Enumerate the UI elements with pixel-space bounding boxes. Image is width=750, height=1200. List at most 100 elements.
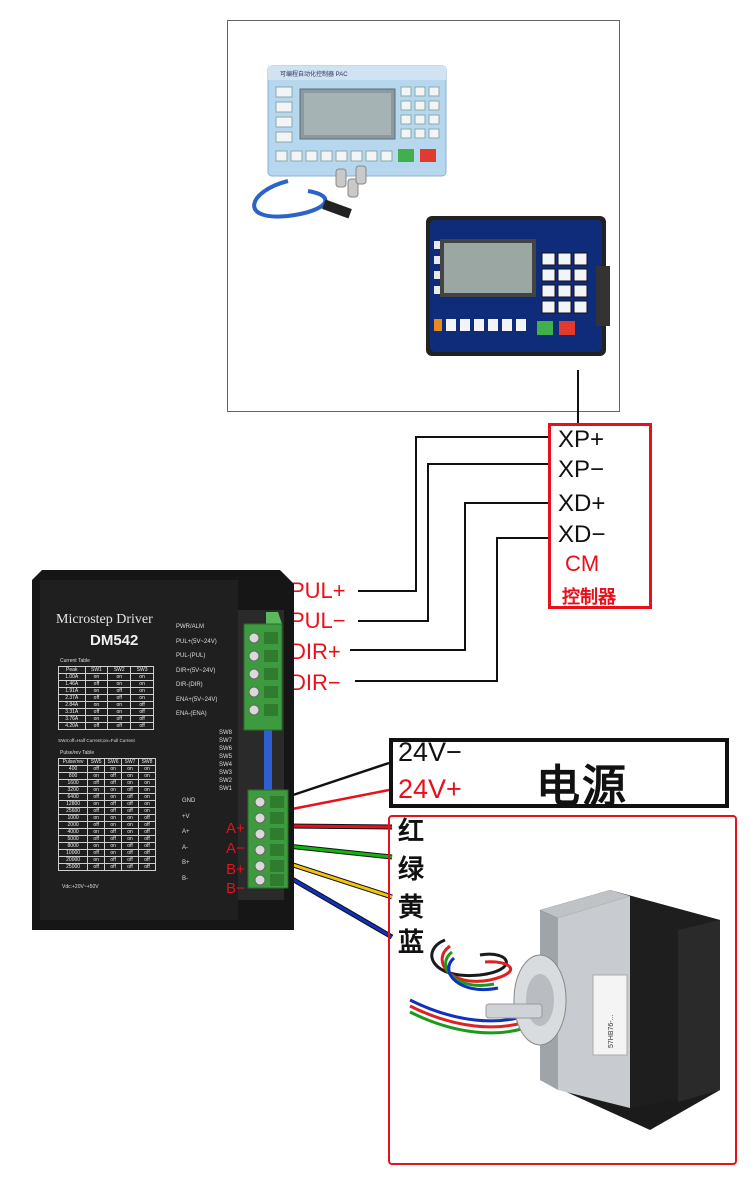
pin-cm: CM	[565, 551, 600, 576]
pulse-table-cell: off	[138, 863, 156, 871]
pulse-table-cell: off	[87, 863, 106, 871]
pulse-table-cell: on	[121, 779, 139, 787]
pin-xp-minus: XP−	[558, 456, 605, 483]
wire-color-green: 绿	[398, 854, 425, 884]
signal-label: ENA+(5V~24V)	[176, 696, 218, 703]
pulse-table-cell: off	[87, 793, 106, 801]
current-table-cell: off	[84, 694, 109, 702]
motor-label-text: 57HB76-...	[608, 1014, 615, 1048]
current-table-cell: off	[130, 715, 154, 723]
switch-label: SW5	[218, 754, 232, 760]
pulse-table-cell: off	[121, 800, 139, 808]
pulse-table-cell: on	[104, 821, 123, 829]
current-table-cell: on	[107, 680, 132, 688]
current-table-cell: 3.76A	[58, 715, 86, 723]
pin-xd-plus: XD+	[558, 490, 606, 517]
power-terminal-label: +V	[182, 813, 190, 820]
pin-xd-minus: XD−	[558, 521, 606, 548]
pulse-table-cell: off	[121, 849, 139, 857]
current-table-cell: on	[130, 687, 154, 695]
switch-label: SW7	[218, 738, 232, 744]
current-table-cell: on	[130, 673, 154, 681]
current-table-header: Peak	[58, 666, 86, 674]
pulse-table-cell: on	[104, 765, 123, 773]
signal-label: PUL+(5V~24V)	[176, 638, 217, 645]
power-terminal-label: A+	[182, 829, 190, 835]
current-table-cell: on	[107, 708, 132, 716]
signal-label: ENA-(ENA)	[176, 711, 207, 717]
pulse-table-cell: 10000	[57, 849, 89, 857]
wire-color-red: 红	[398, 816, 425, 846]
pulse-table-cell: off	[121, 786, 139, 794]
vdc-label: Vdc:+20V~+50V	[62, 884, 99, 890]
current-table-cell: off	[107, 687, 132, 695]
current-table-cell: off	[84, 722, 109, 730]
pulse-table-cell: 2000	[57, 821, 89, 829]
pulse-table-cell: off	[104, 835, 123, 843]
signal-terminal-block	[243, 612, 283, 731]
power-supply-label: 电源	[536, 762, 628, 811]
current-table-cell: on	[84, 701, 109, 709]
current-table-cell: 1.91A	[58, 687, 86, 695]
current-table-cell: off	[130, 708, 154, 716]
pulse-table-cell: off	[138, 814, 156, 822]
current-table-cell: 1.46A	[58, 680, 86, 688]
pulse-table-cell: on	[121, 828, 139, 836]
label-24v-minus: 24V−	[398, 737, 462, 767]
pulse-table-cell: 5000	[57, 835, 89, 843]
pulse-table-header: SW5	[87, 758, 106, 766]
pulse-table-cell: off	[87, 807, 106, 815]
pulse-table-cell: 8000	[57, 842, 89, 850]
pulse-table-cell: off	[87, 779, 106, 787]
signal-label: PUL-(PUL)	[176, 653, 206, 659]
pulse-table-cell: on	[87, 842, 106, 850]
pulse-table-cell: on	[138, 765, 156, 773]
controller-label: 控制器	[562, 587, 616, 607]
pulse-table-cell: 1600	[57, 779, 89, 787]
pulse-table-cell: off	[104, 779, 123, 787]
pulse-table-header: Pulse/rev	[57, 758, 89, 766]
current-table-cell: on	[130, 694, 154, 702]
pin-xp-plus: XP+	[558, 426, 605, 453]
current-table-header: SW3	[130, 666, 154, 674]
motor-frame	[388, 815, 737, 1165]
pulse-table-cell: off	[87, 765, 106, 773]
pulse-table-cell: off	[121, 863, 139, 871]
power-supply-box	[389, 738, 729, 808]
pulse-table-cell: on	[138, 772, 156, 780]
pulse-table-cell: on	[121, 835, 139, 843]
driver-title: Microstep Driver	[56, 612, 153, 627]
pulse-table-cell: on	[104, 814, 123, 822]
pulse-table-cell: 1000	[57, 814, 89, 822]
current-table-cell: on	[130, 680, 154, 688]
pulse-table-header: SW7	[121, 758, 139, 766]
label-b-minus: B−	[226, 880, 245, 897]
pulse-table-cell: on	[87, 786, 106, 794]
signal-label: DIR-(DIR)	[176, 682, 203, 688]
current-table-cell: 2.37A	[58, 694, 86, 702]
label-a-minus: A−	[226, 840, 245, 857]
pulse-table-cell: off	[138, 856, 156, 864]
pulse-table-label: Pulse/rev Table	[60, 750, 95, 756]
pulse-table-cell: on	[138, 786, 156, 794]
pulse-table-cell: on	[87, 856, 106, 864]
power-terminal-label: GND	[182, 798, 196, 804]
switch-label: SW8	[218, 730, 232, 736]
current-table-cell: on	[84, 687, 109, 695]
